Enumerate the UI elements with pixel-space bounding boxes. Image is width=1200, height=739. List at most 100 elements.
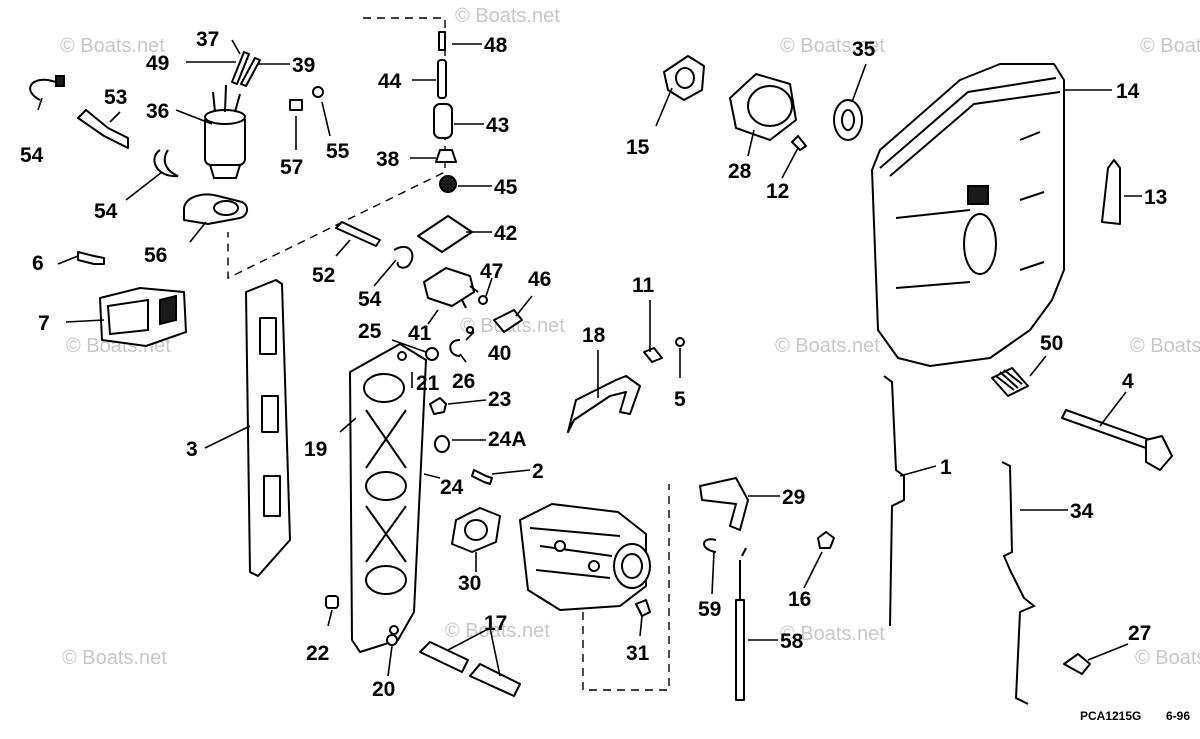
nipple: [433, 103, 453, 139]
callout-2: 2: [532, 460, 544, 483]
callout-18: 18: [582, 324, 606, 347]
callout-29: 29: [782, 486, 805, 509]
clamp-tab: [55, 75, 65, 87]
gasket-hole: [464, 519, 488, 541]
hose: [469, 663, 521, 697]
callout-41: 41: [408, 322, 432, 345]
spring-coils: [995, 369, 1023, 391]
callout-39: 39: [292, 54, 315, 77]
hose-clamp: [153, 149, 179, 178]
callout-45: 45: [494, 176, 518, 199]
callout-26: 26: [452, 370, 475, 393]
adapter-throat: [747, 85, 793, 127]
callout-11: 11: [632, 274, 655, 297]
callout-56: 56: [144, 244, 167, 267]
seat: [435, 149, 457, 163]
hose: [419, 641, 469, 673]
callout-54: 54: [94, 200, 118, 223]
watermark: © Boats.net: [1130, 335, 1200, 357]
manifold-port: [363, 373, 405, 403]
screw: [466, 326, 474, 334]
callout-1: 1: [940, 456, 952, 479]
callout-5: 5: [674, 388, 686, 411]
figure-date: 6-96: [1166, 709, 1190, 723]
callout-20: 20: [372, 678, 395, 701]
watermark: © Boats.net: [62, 647, 167, 669]
filter-base: [209, 164, 241, 179]
callout-16: 16: [788, 588, 811, 611]
gasket-hole: [675, 67, 695, 89]
fitting: [397, 351, 407, 361]
callout-54: 54: [20, 144, 44, 167]
screw: [554, 540, 566, 552]
callout-24A: 24A: [488, 428, 527, 451]
callout-4: 4: [1122, 370, 1134, 393]
hose-clamp: [449, 339, 461, 357]
manifold-ribs: [365, 409, 407, 563]
callout-43: 43: [486, 114, 509, 137]
callout-14: 14: [1116, 80, 1140, 103]
bracket: [567, 375, 641, 433]
switch-terminal: [159, 294, 177, 326]
callout-19: 19: [304, 438, 327, 461]
seal-inner: [841, 109, 855, 131]
callout-25: 25: [358, 320, 382, 343]
pump-nipple: [461, 285, 479, 309]
callout-21: 21: [416, 372, 440, 395]
hose: [77, 109, 129, 149]
callout-28: 28: [728, 160, 752, 183]
callout-34: 34: [1070, 500, 1094, 523]
callout-38: 38: [376, 148, 400, 171]
fuel-line: [231, 51, 250, 85]
watermark: © Boats.net: [780, 623, 885, 645]
filter-fittings: [212, 84, 241, 113]
shaft-knob: [1145, 435, 1173, 471]
watermark: © Boats.net: [775, 335, 880, 357]
rod: [735, 599, 745, 701]
callout-36: 36: [146, 100, 169, 123]
fuel-line: [240, 57, 261, 87]
callout-46: 46: [528, 268, 551, 291]
screw: [791, 135, 807, 151]
callout-55: 55: [326, 140, 350, 163]
hose-clamp: [393, 245, 414, 269]
carburetor-throat-inner: [621, 553, 643, 579]
carburetor-linkage: [529, 527, 621, 579]
callout-labels: 54 53 54 36 56 6 7 3 19 37 49 39 55 57 4…: [20, 28, 1167, 701]
check-ball: [439, 175, 457, 193]
fitting: [389, 625, 399, 635]
watermark: © Boats.net: [1140, 35, 1200, 57]
switch-face: [106, 298, 149, 336]
watermark: © Boats.net: [445, 620, 550, 642]
carburetor-group-outline: [582, 484, 670, 691]
fitting: [434, 435, 450, 453]
callout-23: 23: [488, 388, 511, 411]
link-rod: [1001, 461, 1036, 705]
pump-cover: [417, 215, 473, 253]
manifold-port: [365, 565, 407, 595]
callout-7: 7: [38, 312, 50, 335]
callout-53: 53: [104, 86, 127, 109]
clip: [703, 538, 717, 553]
callout-59: 59: [698, 598, 721, 621]
gasket-port: [261, 395, 279, 433]
gasket-port: [263, 475, 281, 517]
callout-22: 22: [306, 642, 329, 665]
callout-44: 44: [378, 70, 402, 93]
callout-42: 42: [494, 222, 517, 245]
callout-50: 50: [1040, 332, 1063, 355]
screw: [675, 337, 685, 347]
fitting: [1063, 653, 1091, 675]
link-bracket: [699, 477, 749, 531]
callout-3: 3: [186, 438, 198, 461]
watermark: © Boats.net: [1135, 647, 1200, 669]
screw: [635, 599, 651, 617]
callout-15: 15: [626, 136, 650, 159]
drain-plug-cover: [1101, 159, 1121, 225]
watermark: © Boats.net: [60, 35, 165, 57]
figure-code: PCA1215G: [1080, 709, 1141, 723]
screw: [471, 469, 493, 485]
callout-12: 12: [766, 180, 789, 203]
leader-lines: [37, 39, 1142, 677]
